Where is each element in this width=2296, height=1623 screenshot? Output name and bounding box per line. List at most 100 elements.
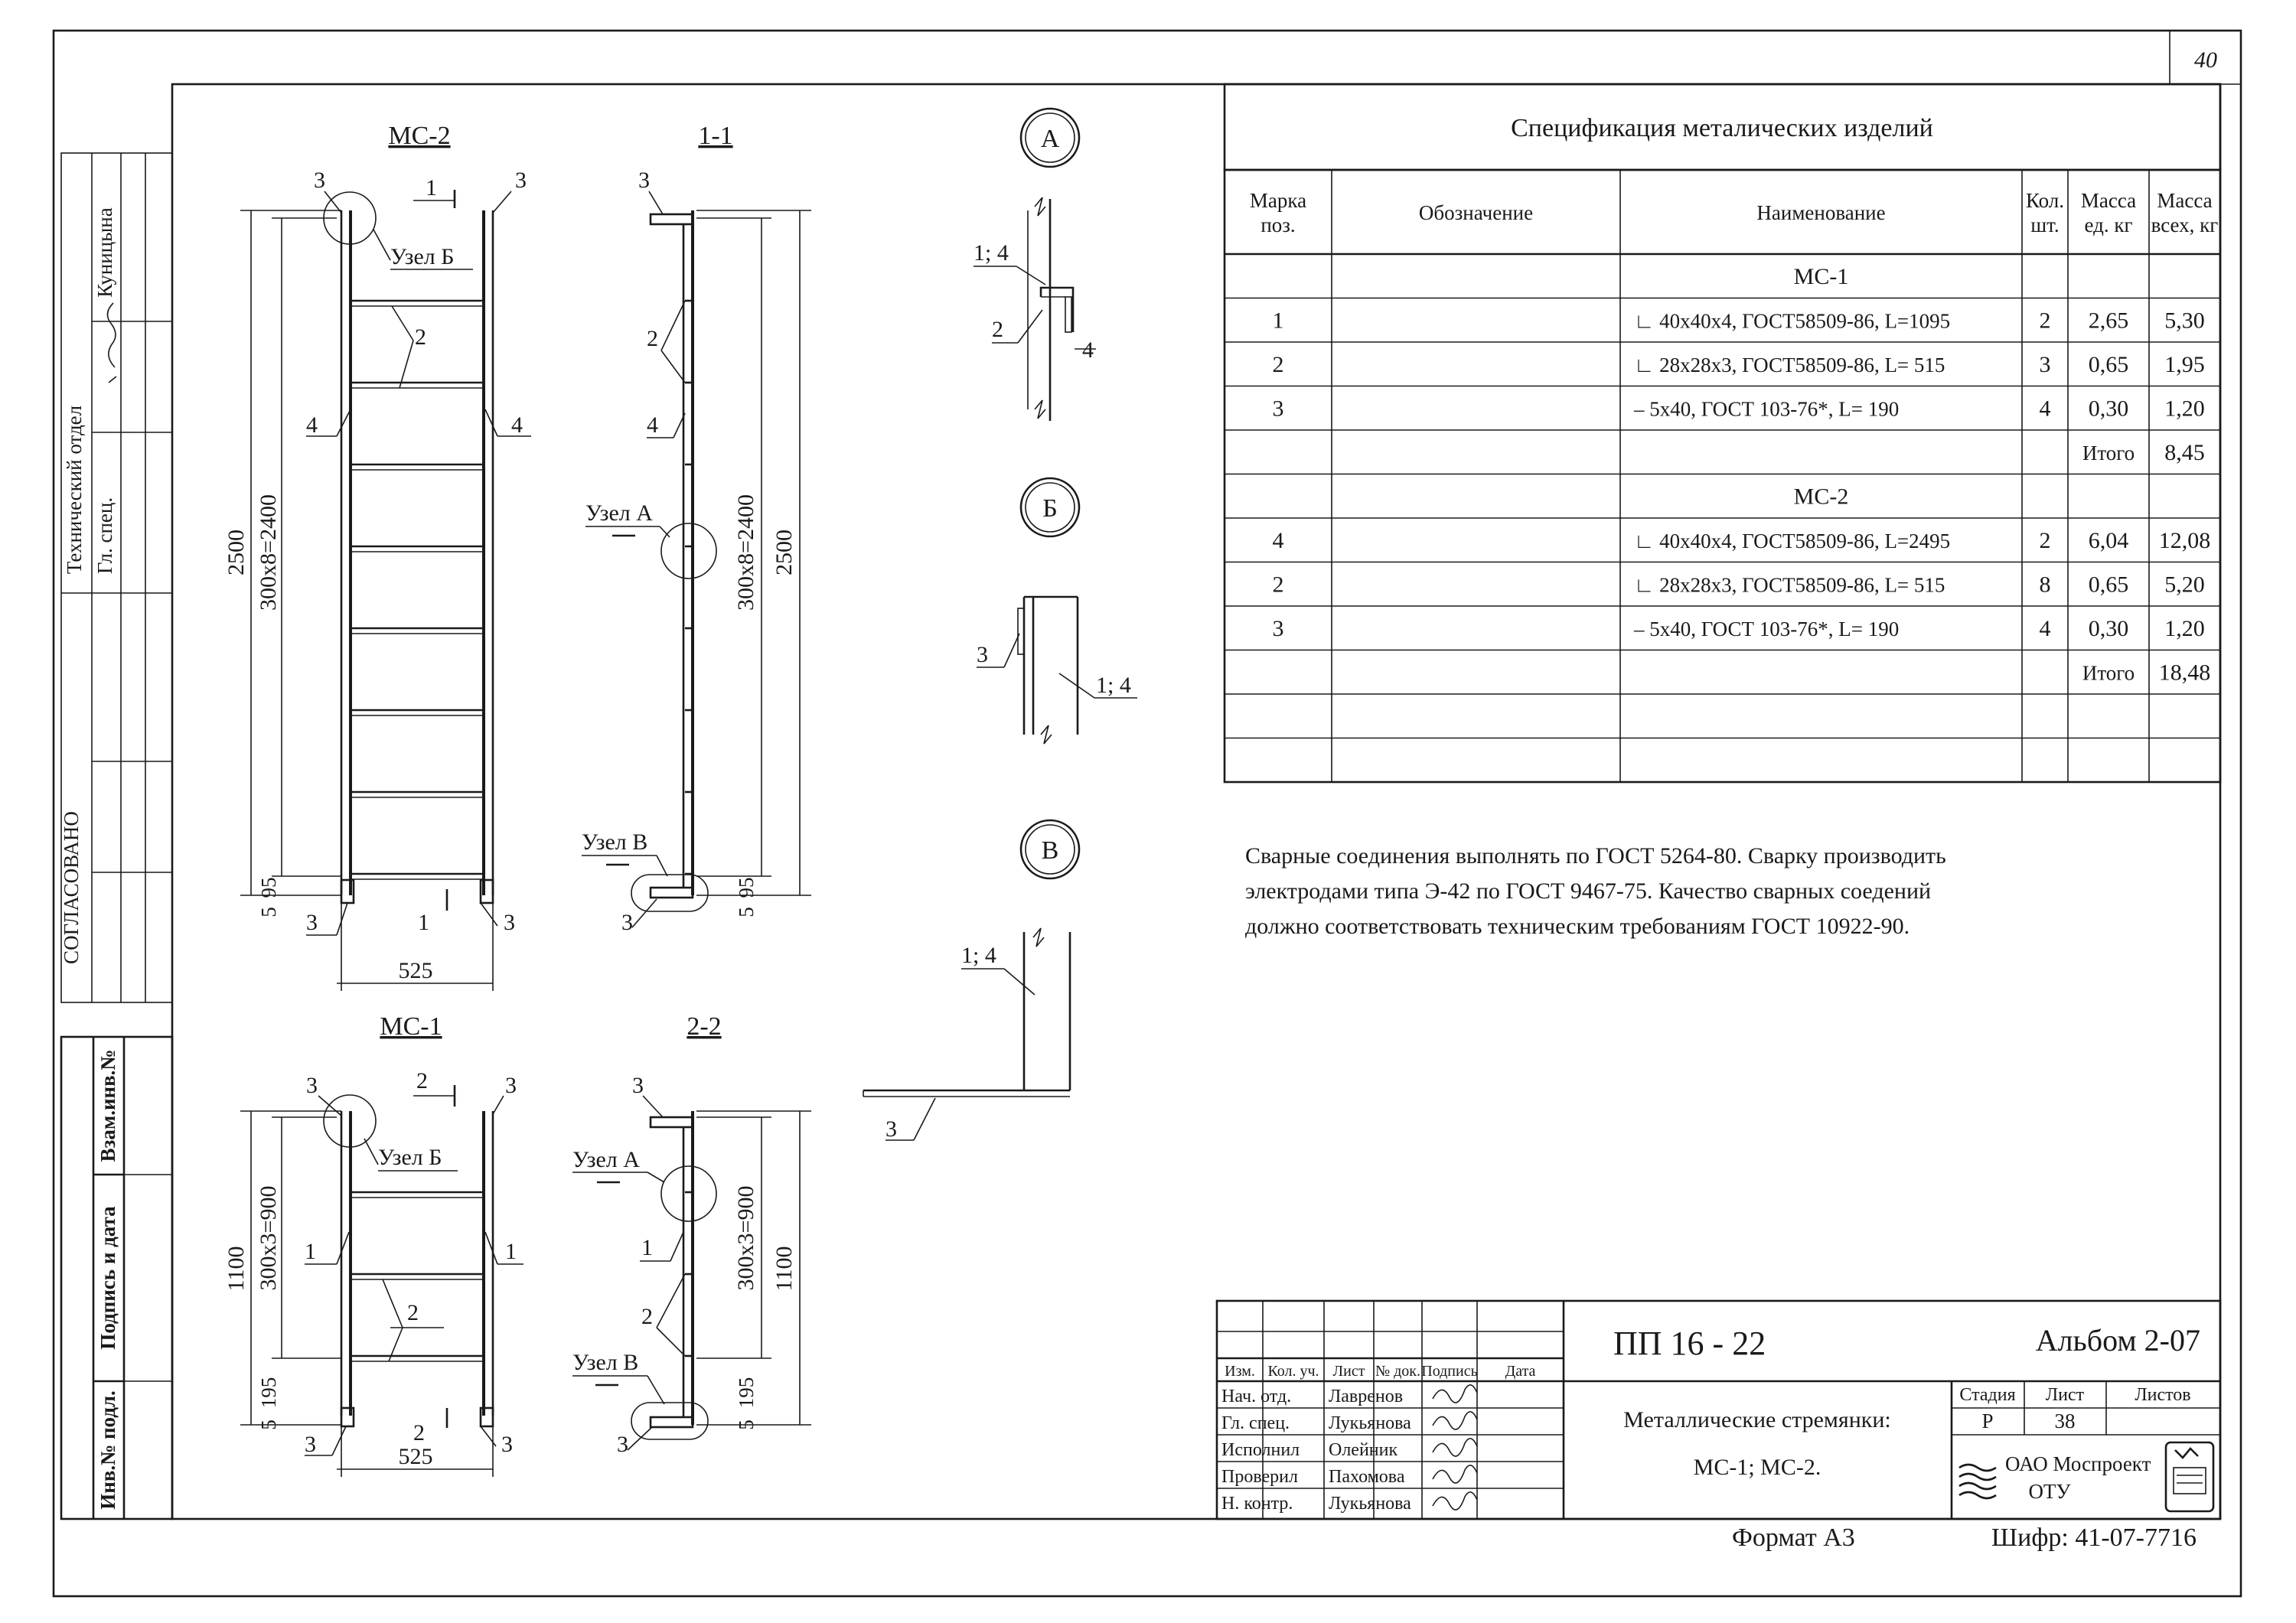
ms1-pos-1-right: 1 — [505, 1239, 517, 1264]
ms1-pos-2: 2 — [407, 1300, 419, 1325]
tb-role: Проверил — [1221, 1467, 1298, 1487]
ms1-pos-3-tl: 3 — [306, 1073, 318, 1098]
spec-cell-qty: 3 — [2040, 352, 2051, 377]
note-line: электродами типа Э-42 по ГОСТ 9467-75. К… — [1245, 878, 1931, 904]
sec22-pos-2: 2 — [641, 1304, 653, 1329]
side-replaced-inv: Взам.инв.№ — [96, 1049, 119, 1162]
ms2-dim-width: 525 — [399, 958, 433, 983]
spec-cell-pos: 3 — [1273, 616, 1284, 641]
tb-col-header: Лист — [1333, 1363, 1365, 1380]
node-a-pos-4: 4 — [1082, 337, 1094, 363]
ms1-dim-pitch: 300х3=900 — [256, 1186, 281, 1291]
tb-name: Лавренов — [1329, 1387, 1403, 1406]
spec-cell-unit-mass: 0,30 — [2089, 396, 2129, 421]
doc-code: ПП 16 - 22 — [1613, 1325, 1766, 1362]
ms1-cut-mark-top: 2 — [416, 1068, 428, 1093]
ms1-cut-mark-bottom: 2 — [413, 1420, 425, 1445]
side-approver: Куницына — [93, 207, 116, 297]
spec-cell-unit-mass: 0,30 — [2089, 616, 2129, 641]
sec11-dim-total: 2500 — [771, 530, 797, 575]
tb-role: Гл. спец. — [1221, 1413, 1290, 1433]
spec-cell-total-mass: 12,08 — [2159, 528, 2211, 553]
sec11-title: 1-1 — [698, 122, 732, 150]
tb-col-header: Дата — [1505, 1363, 1536, 1380]
side-stamp: Технический отдел Куницына Гл. спец. СОГ… — [60, 152, 174, 1520]
ms1-dim-total: 1100 — [223, 1247, 249, 1292]
ms1-pos-1-left: 1 — [305, 1239, 316, 1264]
drawing-title-1: Металлические стремянки: — [1623, 1407, 1890, 1432]
ms2-dim-pitch: 300х8=2400 — [256, 494, 281, 611]
spec-header-cell: ед. кг — [2084, 213, 2132, 236]
tb-name: Пахомова — [1329, 1467, 1405, 1487]
spec-cell-name: ∟ 28х28х3, ГОСТ58509-86, L= 515 — [1634, 573, 1945, 596]
spec-cell-total-mass: 1,20 — [2164, 396, 2205, 421]
tb-role: Н. контр. — [1221, 1494, 1293, 1514]
tb-name: Лукьянова — [1329, 1413, 1411, 1433]
side-signature-date: Подпись и дата — [96, 1206, 119, 1350]
side-signature — [106, 302, 117, 383]
sec11-node-v-tag: Узел В — [582, 829, 647, 855]
ms2-pos-3-tr: 3 — [515, 168, 527, 193]
spec-total-label: Итого — [2082, 442, 2135, 464]
drawing-title-2: МС-1; МС-2. — [1694, 1455, 1821, 1480]
sec22-dim-total: 1100 — [771, 1247, 797, 1292]
ms1-pos-3-br: 3 — [501, 1432, 513, 1457]
ms2-pos-3-tl: 3 — [314, 168, 325, 193]
spec-cell-qty: 4 — [2040, 616, 2051, 641]
ms1-dim-width: 525 — [399, 1444, 433, 1469]
ms2-pos-3-br: 3 — [504, 910, 515, 935]
signature-scribble — [1432, 1491, 1478, 1511]
node-a-pos-2: 2 — [992, 317, 1003, 342]
spec-cell-unit-mass: 0,65 — [2089, 352, 2129, 377]
spec-cell-qty: 4 — [2040, 396, 2051, 421]
view-ms1: МС-1 1100 300х3=900 195 5 525 3 3 2 Узел… — [223, 1012, 523, 1477]
spec-header-cell: поз. — [1261, 213, 1295, 236]
node-v-pos-3: 3 — [885, 1116, 897, 1142]
org-dept: ОТУ — [2028, 1480, 2071, 1503]
page-number: 40 — [2194, 47, 2217, 73]
spec-cell-qty: 2 — [2040, 528, 2051, 553]
tb-col-header: Кол. уч. — [1267, 1363, 1319, 1380]
signature-scribble — [1432, 1411, 1478, 1430]
view-section-2-2: 2-2 1100 300х3=900 195 5 3 Узел А 1 2 Уз… — [572, 1012, 811, 1457]
side-chief-spec: Гл. спец. — [93, 497, 116, 574]
spec-cell-total-mass: 5,20 — [2164, 572, 2205, 597]
spec-cell-total-mass: 5,30 — [2164, 308, 2205, 333]
sec22-dim-bottom: 195 — [735, 1377, 758, 1409]
org-wave-logo — [1958, 1463, 1997, 1500]
org-name: ОАО Моспроект — [2005, 1452, 2151, 1475]
spec-cell-unit-mass: 2,65 — [2089, 308, 2129, 333]
ms1-pos-3-bl: 3 — [305, 1432, 316, 1457]
sec11-dim-pitch: 300х8=2400 — [733, 494, 758, 611]
ms2-dim-gap: 5 — [257, 907, 280, 917]
sec22-node-v-tag: Узел В — [572, 1350, 638, 1375]
spec-header-cell: Масса — [2157, 189, 2212, 212]
sheets-label: Листов — [2135, 1385, 2190, 1405]
spec-header-cell: Обозначение — [1419, 201, 1533, 224]
node-a-letter: А — [1041, 125, 1060, 153]
ms2-pos-4-right: 4 — [511, 412, 523, 438]
spec-header-cell: Марка — [1250, 189, 1306, 212]
spec-total-value: 18,48 — [2159, 660, 2211, 685]
spec-cell-name: ∟ 40х40х4, ГОСТ58509-86, L=2495 — [1634, 530, 1950, 552]
spec-title: Спецификация металических изделий — [1511, 114, 1933, 142]
ms2-cut-mark-top: 1 — [426, 175, 437, 200]
ms1-pos-3-tr: 3 — [505, 1073, 517, 1098]
org-stamp-icon — [2164, 1441, 2215, 1513]
spec-header-cell: Масса — [2081, 189, 2136, 212]
tb-col-header: № док. — [1375, 1363, 1420, 1380]
view-section-1-1: 1-1 2500 300х8=2400 95 5 3 2 4 Узел А — [582, 122, 811, 935]
ms2-title: МС-2 — [388, 122, 450, 150]
view-ms2: МС-2 2500 300х8=2400 — [223, 122, 531, 991]
tb-col-header: Подпись — [1421, 1363, 1477, 1380]
side-orig-inv: Инв.№ подл. — [96, 1390, 119, 1510]
sheet-label: Лист — [2046, 1385, 2085, 1405]
